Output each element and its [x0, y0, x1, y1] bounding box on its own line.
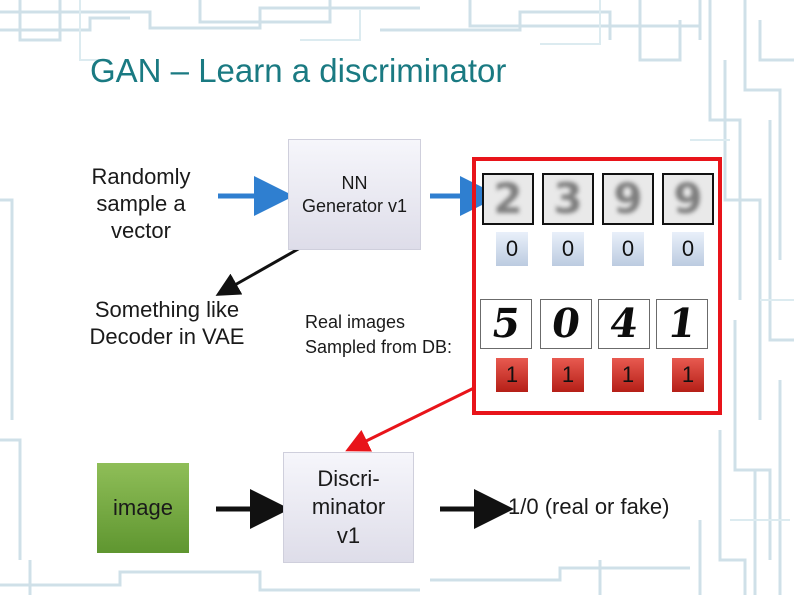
real-label: 1	[612, 358, 644, 392]
fake-label: 0	[496, 232, 528, 266]
generated-image: 3	[542, 173, 594, 225]
fake-label: 0	[672, 232, 704, 266]
slide-title: GAN – Learn a discriminator	[90, 52, 507, 89]
generator-box: NN Generator v1	[288, 139, 421, 250]
random-sample-text: Randomly sample a vector	[91, 164, 191, 243]
generated-image: 2	[482, 173, 534, 225]
real-label: 1	[672, 358, 704, 392]
real-label: 1	[496, 358, 528, 392]
image-box: image	[97, 463, 189, 553]
generator-label: NN Generator v1	[301, 173, 408, 216]
discriminator-box: Discri-minator v1	[283, 452, 414, 563]
discriminator-label: Discri-minator v1	[311, 465, 386, 548]
generated-image: 9	[662, 173, 714, 225]
generated-digit: 3	[553, 174, 583, 223]
image-label: image	[113, 495, 173, 520]
real-image: 0	[540, 299, 592, 349]
real-image: 1	[656, 299, 708, 349]
real-digit: 1	[664, 300, 700, 347]
output-text: 1/0 (real or fake)	[508, 494, 670, 519]
generated-digit: 2	[493, 174, 523, 223]
fake-label: 0	[612, 232, 644, 266]
real-digit: 4	[606, 300, 642, 347]
real-image: 5	[480, 299, 532, 349]
real-digit: 5	[488, 300, 524, 347]
real-images-text: Real images Sampled from DB:	[305, 312, 453, 358]
real-image: 4	[598, 299, 650, 349]
real-label: 1	[552, 358, 584, 392]
real-digit: 0	[548, 300, 584, 347]
fake-label: 0	[552, 232, 584, 266]
decoder-note: Something like Decoder in VAE	[89, 297, 245, 349]
generated-digit: 9	[673, 174, 703, 223]
generated-digit: 9	[613, 174, 643, 223]
highlight-frame	[472, 157, 722, 415]
generated-image: 9	[602, 173, 654, 225]
